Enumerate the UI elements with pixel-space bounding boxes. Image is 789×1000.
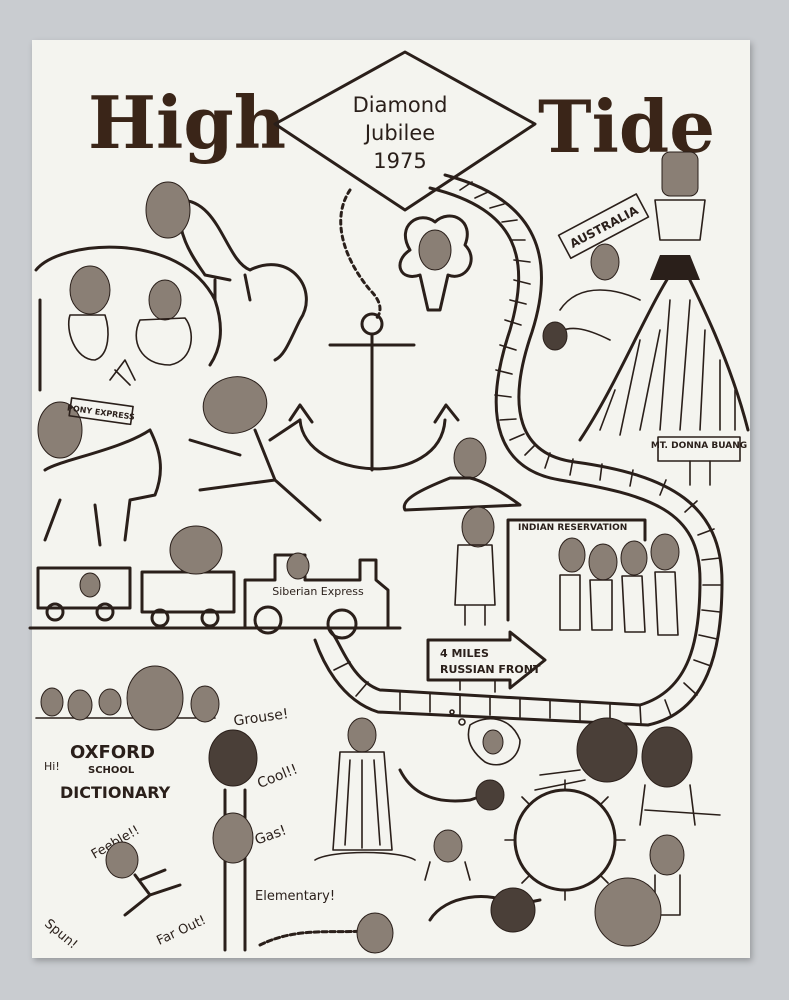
photo-face-cool (208, 729, 258, 787)
exclamation-gas: Gas! (253, 822, 289, 848)
photo-face-gas (212, 812, 254, 864)
photo-face-dictionary-man (126, 665, 184, 731)
siberian-express-train: Siberian Express (28, 525, 402, 640)
miles-sign-line1: 4 MILES (440, 647, 489, 660)
anchor-drawing (288, 312, 460, 472)
indian-reservation-sign: INDIAN RESERVATION (506, 518, 647, 622)
diamond-line3: 1975 (373, 149, 426, 173)
photo-face-girl-top (145, 181, 191, 239)
miles-sign-line2: RUSSIAN FRONT (440, 663, 541, 676)
diamond-line1: Diamond (353, 93, 448, 117)
pony-express-rider: PONY EXPRESS (37, 397, 162, 547)
exclamation-cool: Cool!! (255, 761, 300, 792)
dictionary-line1: OXFORD (70, 742, 155, 763)
mountain-sign-text: MT. DONNA BUANG (651, 441, 747, 451)
running-man (188, 376, 322, 522)
railway-track (313, 173, 724, 727)
mountain (578, 151, 750, 442)
diamond-line2: Jubilee (363, 121, 435, 145)
dictionary-line2: SCHOOL (88, 765, 135, 776)
photo-face-australia (590, 243, 620, 281)
train-label-line: Siberian Express (272, 585, 364, 598)
photo-face-curly (594, 877, 662, 947)
russian-front-sign: 4 MILES RUSSIAN FRONT (426, 630, 547, 693)
dictionary-box: Hi! OXFORD SCHOOL DICTIONARY (35, 665, 220, 802)
exclamation-far-out: Far Out! (154, 913, 208, 949)
title-high: High (88, 80, 286, 165)
mountain-sign: MT. DONNA BUANG (651, 436, 747, 486)
spiky-ball (504, 779, 626, 901)
exclamation-grouse: Grouse! (233, 706, 290, 730)
exclamation-elementary: Elementary! (255, 889, 335, 904)
dictionary-hi: Hi! (44, 760, 60, 773)
indian-sign-line: INDIAN RESERVATION (518, 523, 627, 533)
photo-face-bearded (576, 717, 638, 783)
photo-face-train (169, 525, 223, 575)
photo-face-dog (641, 726, 693, 788)
robed-man (314, 717, 416, 861)
photo-face-mermaid (453, 437, 487, 479)
cavemen-figures (68, 265, 192, 386)
dictionary-line3: DICTIONARY (60, 783, 171, 802)
tree-with-face (398, 214, 473, 312)
exclamation-spun: Spun! (41, 916, 80, 952)
indian-figures (454, 506, 680, 636)
diamond-badge: Diamond Jubilee 1975 (273, 50, 537, 212)
